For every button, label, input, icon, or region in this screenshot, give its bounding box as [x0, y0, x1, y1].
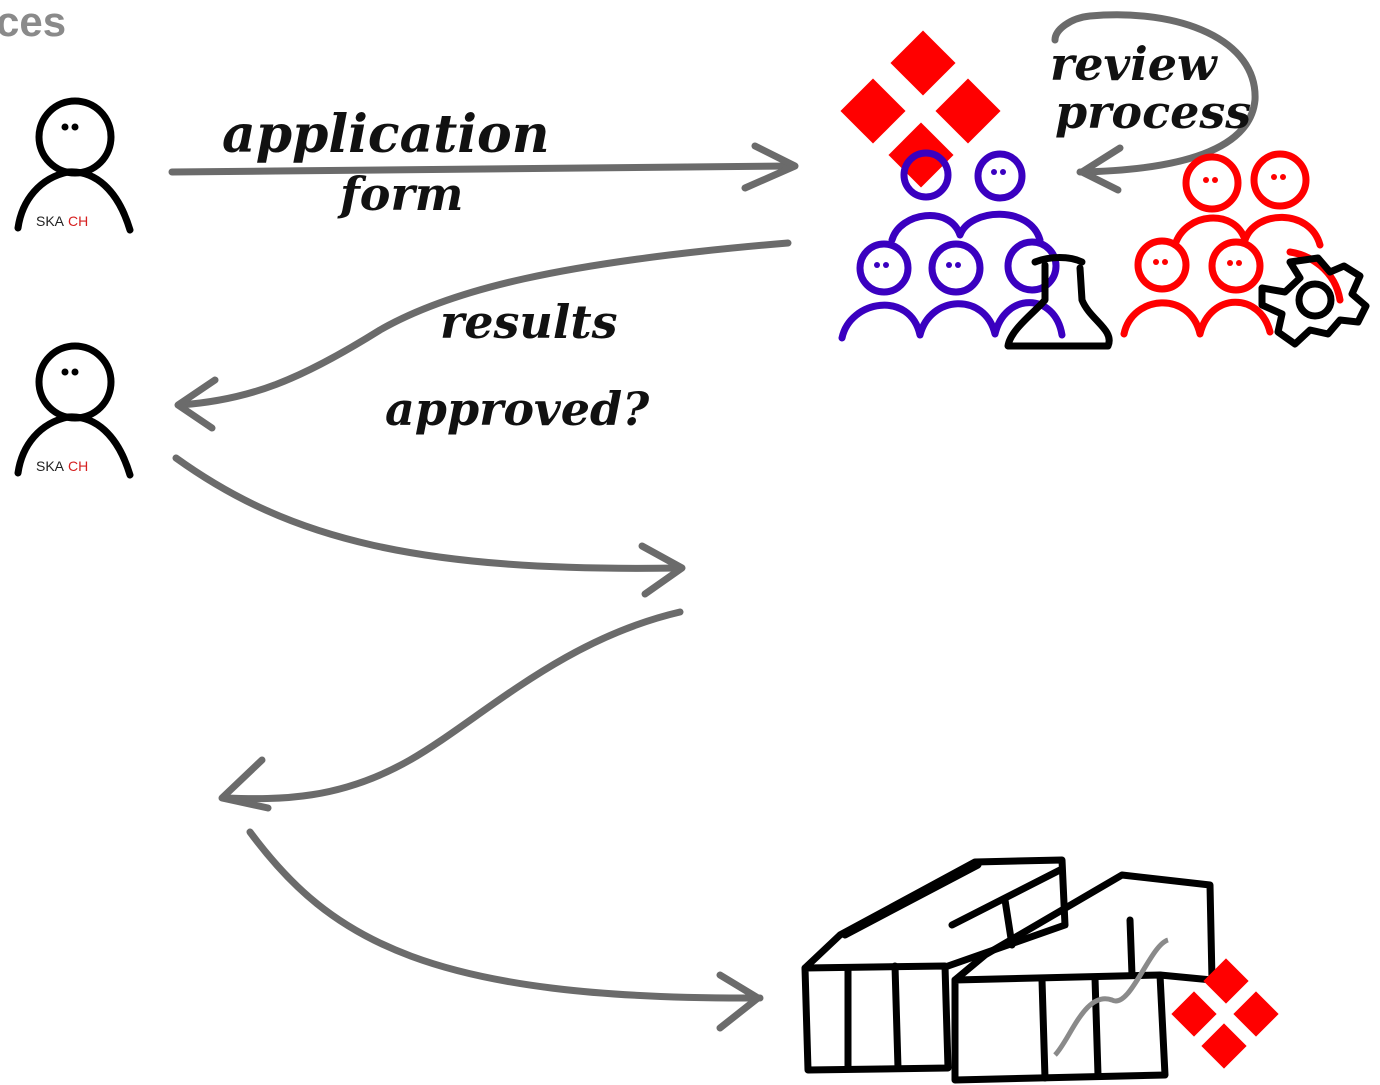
- skach-logo: SKA CH: [36, 213, 88, 229]
- page-title-fragment: ces: [0, 0, 66, 45]
- diamond-logo-icon: [1171, 958, 1279, 1069]
- results-label: results: [440, 295, 617, 349]
- user-icon: SKA CH: [14, 97, 134, 234]
- review-label: review: [1050, 37, 1218, 91]
- return-arrow: [218, 608, 684, 812]
- container-boxes-icon: [801, 856, 1216, 1084]
- results-arrow: [174, 239, 792, 432]
- application-form-label: application: [222, 104, 550, 165]
- process-label: process: [1055, 85, 1251, 139]
- approved-label: approved?: [385, 382, 650, 436]
- svg-text:CH: CH: [68, 213, 88, 229]
- outgoing-arrow: [172, 454, 686, 598]
- gear-icon: [1258, 254, 1370, 348]
- svg-text:SKA: SKA: [36, 213, 65, 229]
- svg-text:SKA: SKA: [36, 458, 65, 474]
- user-icon: SKA CH: [14, 342, 134, 479]
- svg-text:CH: CH: [68, 458, 88, 474]
- review-team-a: [838, 149, 1066, 342]
- diamond-logo-icon: [840, 30, 1001, 188]
- application-form-label-2: form: [337, 167, 463, 221]
- skach-logo: SKA CH: [36, 458, 88, 474]
- review-loop-arrow: [1051, 11, 1259, 194]
- review-team-b: [1120, 150, 1344, 338]
- flask-icon: [1004, 254, 1113, 350]
- final-arrow: [246, 828, 764, 1032]
- application-arrow: [168, 142, 799, 192]
